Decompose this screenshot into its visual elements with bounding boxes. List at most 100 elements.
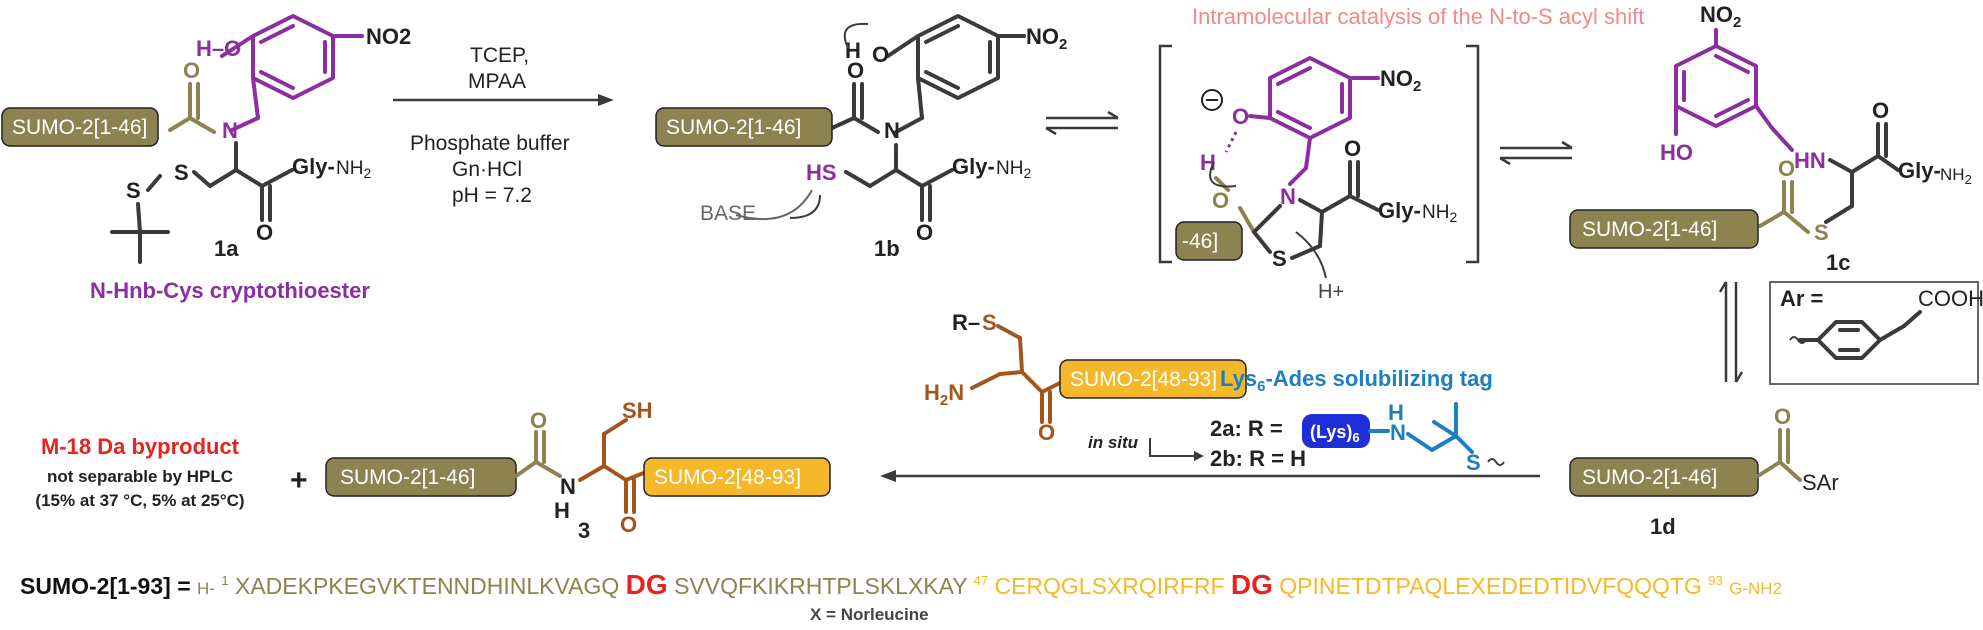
svg-text:O: O: [620, 512, 637, 537]
catalysis-title: Intramolecular catalysis of the N-to-S a…: [1192, 4, 1644, 29]
svg-text:O: O: [1212, 188, 1229, 213]
reagent-2a-label: 2a: R =: [1210, 416, 1283, 441]
sumo-1-46-box-1a: [1, 107, 159, 147]
svg-text:O: O: [1774, 404, 1791, 429]
svg-text:NH2: NH2: [1422, 202, 1457, 225]
product-3: SUMO-2[1-46] O H N SH O SUMO-2[48-93] 3: [325, 398, 831, 543]
sumo-48-93-box-2: [1059, 359, 1247, 399]
svg-text:NO2: NO2: [1700, 2, 1741, 31]
svg-text:N: N: [884, 118, 900, 143]
svg-text:N: N: [222, 118, 238, 143]
sumo-48-93-label-3: SUMO-2[48-93]: [654, 466, 801, 489]
svg-text:H: H: [554, 498, 570, 523]
svg-text:O: O: [1778, 156, 1795, 181]
cooh-label: COOH: [1918, 286, 1983, 311]
compound-label-1c: 1c: [1826, 250, 1850, 275]
svg-text:O: O: [916, 220, 933, 245]
condition-mpaa: MPAA: [468, 70, 526, 93]
svg-text:H–O: H–O: [196, 36, 241, 61]
sumo-1-46-label-1b: SUMO-2[1-46]: [666, 116, 801, 139]
svg-text:S: S: [1814, 220, 1829, 245]
no2-label: NO2: [366, 24, 411, 49]
svg-text:S: S: [1466, 450, 1481, 475]
compound-label-3: 3: [578, 518, 590, 543]
svg-text:O: O: [872, 42, 889, 67]
compound-1c: NO2 HO HN O Gly- NH2 S O SUMO-2[1-46] 1c: [1569, 2, 1972, 275]
svg-text:Gly-: Gly-: [292, 154, 335, 179]
condition-buffer: Phosphate buffer: [410, 132, 570, 155]
svg-text:Gly-: Gly-: [1378, 198, 1421, 223]
svg-text:NH2: NH2: [996, 158, 1031, 181]
compound-label-1d: 1d: [1650, 514, 1676, 539]
transition-state: NO2 O N H O S O Gly- NH2 H+ -46]: [1158, 44, 1480, 303]
svg-text:S: S: [174, 160, 189, 185]
svg-text:H2N: H2N: [924, 380, 964, 409]
compound-1b: NO2 H O N O O Gly- NH2 HS BASE SUMO-2[1-…: [655, 14, 1067, 261]
svg-text:O: O: [1232, 104, 1249, 129]
ar-definition-box: Ar = COOH: [1769, 281, 1983, 385]
svg-text:Gly-: Gly-: [1898, 158, 1941, 183]
sar-label: SAr: [1802, 470, 1839, 495]
sequence-text: SUMO-2[1-93] = H- 1 XADEKPKEGVKTENNDHINL…: [20, 564, 1782, 600]
byproduct-title: M-18 Da byproduct: [41, 434, 240, 459]
cryptothioester-caption: N-Hnb-Cys cryptothioester: [90, 278, 370, 303]
svg-text:O: O: [1038, 420, 1055, 445]
equilibrium-arrows-2: [1499, 140, 1573, 166]
svg-text:HO: HO: [1660, 140, 1693, 165]
sequence-line: SUMO-2[1-93] = H- 1 XADEKPKEGVKTENNDHINL…: [20, 564, 1782, 624]
sumo-48-93-box-3: [643, 457, 831, 497]
sumo-46-short-box: [1175, 221, 1243, 261]
svg-text:H: H: [845, 38, 861, 63]
ar-label: Ar =: [1780, 286, 1823, 311]
byproduct-line1: not separable by HPLC: [47, 467, 233, 486]
svg-text:S: S: [126, 178, 141, 203]
sumo-1-46-label-3: SUMO-2[1-46]: [340, 466, 475, 489]
sumo-1-46-label-1d: SUMO-2[1-46]: [1582, 466, 1717, 489]
sumo-46-short-label: -46]: [1182, 230, 1218, 253]
equilibrium-arrows-1: [1045, 110, 1119, 136]
in-situ-label: in situ: [1088, 433, 1139, 452]
tag-label: Lys6-Ades solubilizing tag: [1220, 366, 1493, 395]
reagent-2b-label: 2b: R = H: [1210, 446, 1306, 471]
condition-tcep: TCEP,: [470, 44, 529, 67]
compound-label-1b: 1b: [874, 236, 900, 261]
equilibrium-arrows-3: [1718, 281, 1744, 383]
svg-text:H: H: [1388, 400, 1404, 425]
condition-ph: pH = 7.2: [452, 184, 532, 207]
svg-text:NO2: NO2: [1026, 24, 1067, 53]
plus-sign: +: [290, 464, 308, 497]
compound-label-1a: 1a: [214, 236, 239, 261]
svg-text:NH2: NH2: [336, 158, 371, 181]
svg-text:O: O: [1344, 136, 1361, 161]
reaction-arrow-1: TCEP, MPAA Phosphate buffer Gn·HCl pH = …: [393, 44, 614, 207]
sumo-1-46-box-1c: [1569, 209, 1759, 249]
svg-text:O: O: [530, 408, 547, 433]
svg-text:HN: HN: [1794, 148, 1826, 173]
svg-text:NO2: NO2: [1380, 66, 1421, 95]
svg-text:R–: R–: [952, 310, 980, 335]
reagent-2: R– S H2N O SUMO-2[48-93] Lys6-Ades solub…: [924, 310, 1505, 475]
svg-text:SH: SH: [622, 398, 653, 423]
svg-text:N: N: [560, 474, 576, 499]
sumo-1-46-box-1b: [655, 107, 833, 147]
sumo-48-93-label: SUMO-2[48-93]: [1070, 368, 1217, 391]
svg-text:N: N: [1390, 420, 1406, 445]
sumo-1-46-label: SUMO-2[1-46]: [12, 116, 147, 139]
condition-gnhcl: Gn·HCl: [452, 158, 522, 181]
svg-text:O: O: [183, 58, 200, 83]
byproduct-note: M-18 Da byproduct not separable by HPLC …: [35, 434, 244, 510]
svg-text:O: O: [847, 58, 864, 83]
svg-text:O: O: [256, 220, 273, 245]
base-label: BASE: [700, 202, 756, 225]
reaction-arrow-ligation: [880, 470, 1540, 482]
svg-text:N: N: [1280, 184, 1296, 209]
norleucine-footnote: X = Norleucine: [810, 605, 929, 624]
svg-text:Gly-: Gly-: [952, 154, 995, 179]
svg-text:O: O: [1872, 98, 1889, 123]
sumo-1-46-label-1c: SUMO-2[1-46]: [1582, 218, 1717, 241]
compound-1a: H–O NO2 N O O Gly- NH2 S S SUMO-2[1-46] …: [1, 14, 411, 303]
svg-text:HS: HS: [806, 160, 837, 185]
svg-text:S: S: [1272, 246, 1287, 271]
